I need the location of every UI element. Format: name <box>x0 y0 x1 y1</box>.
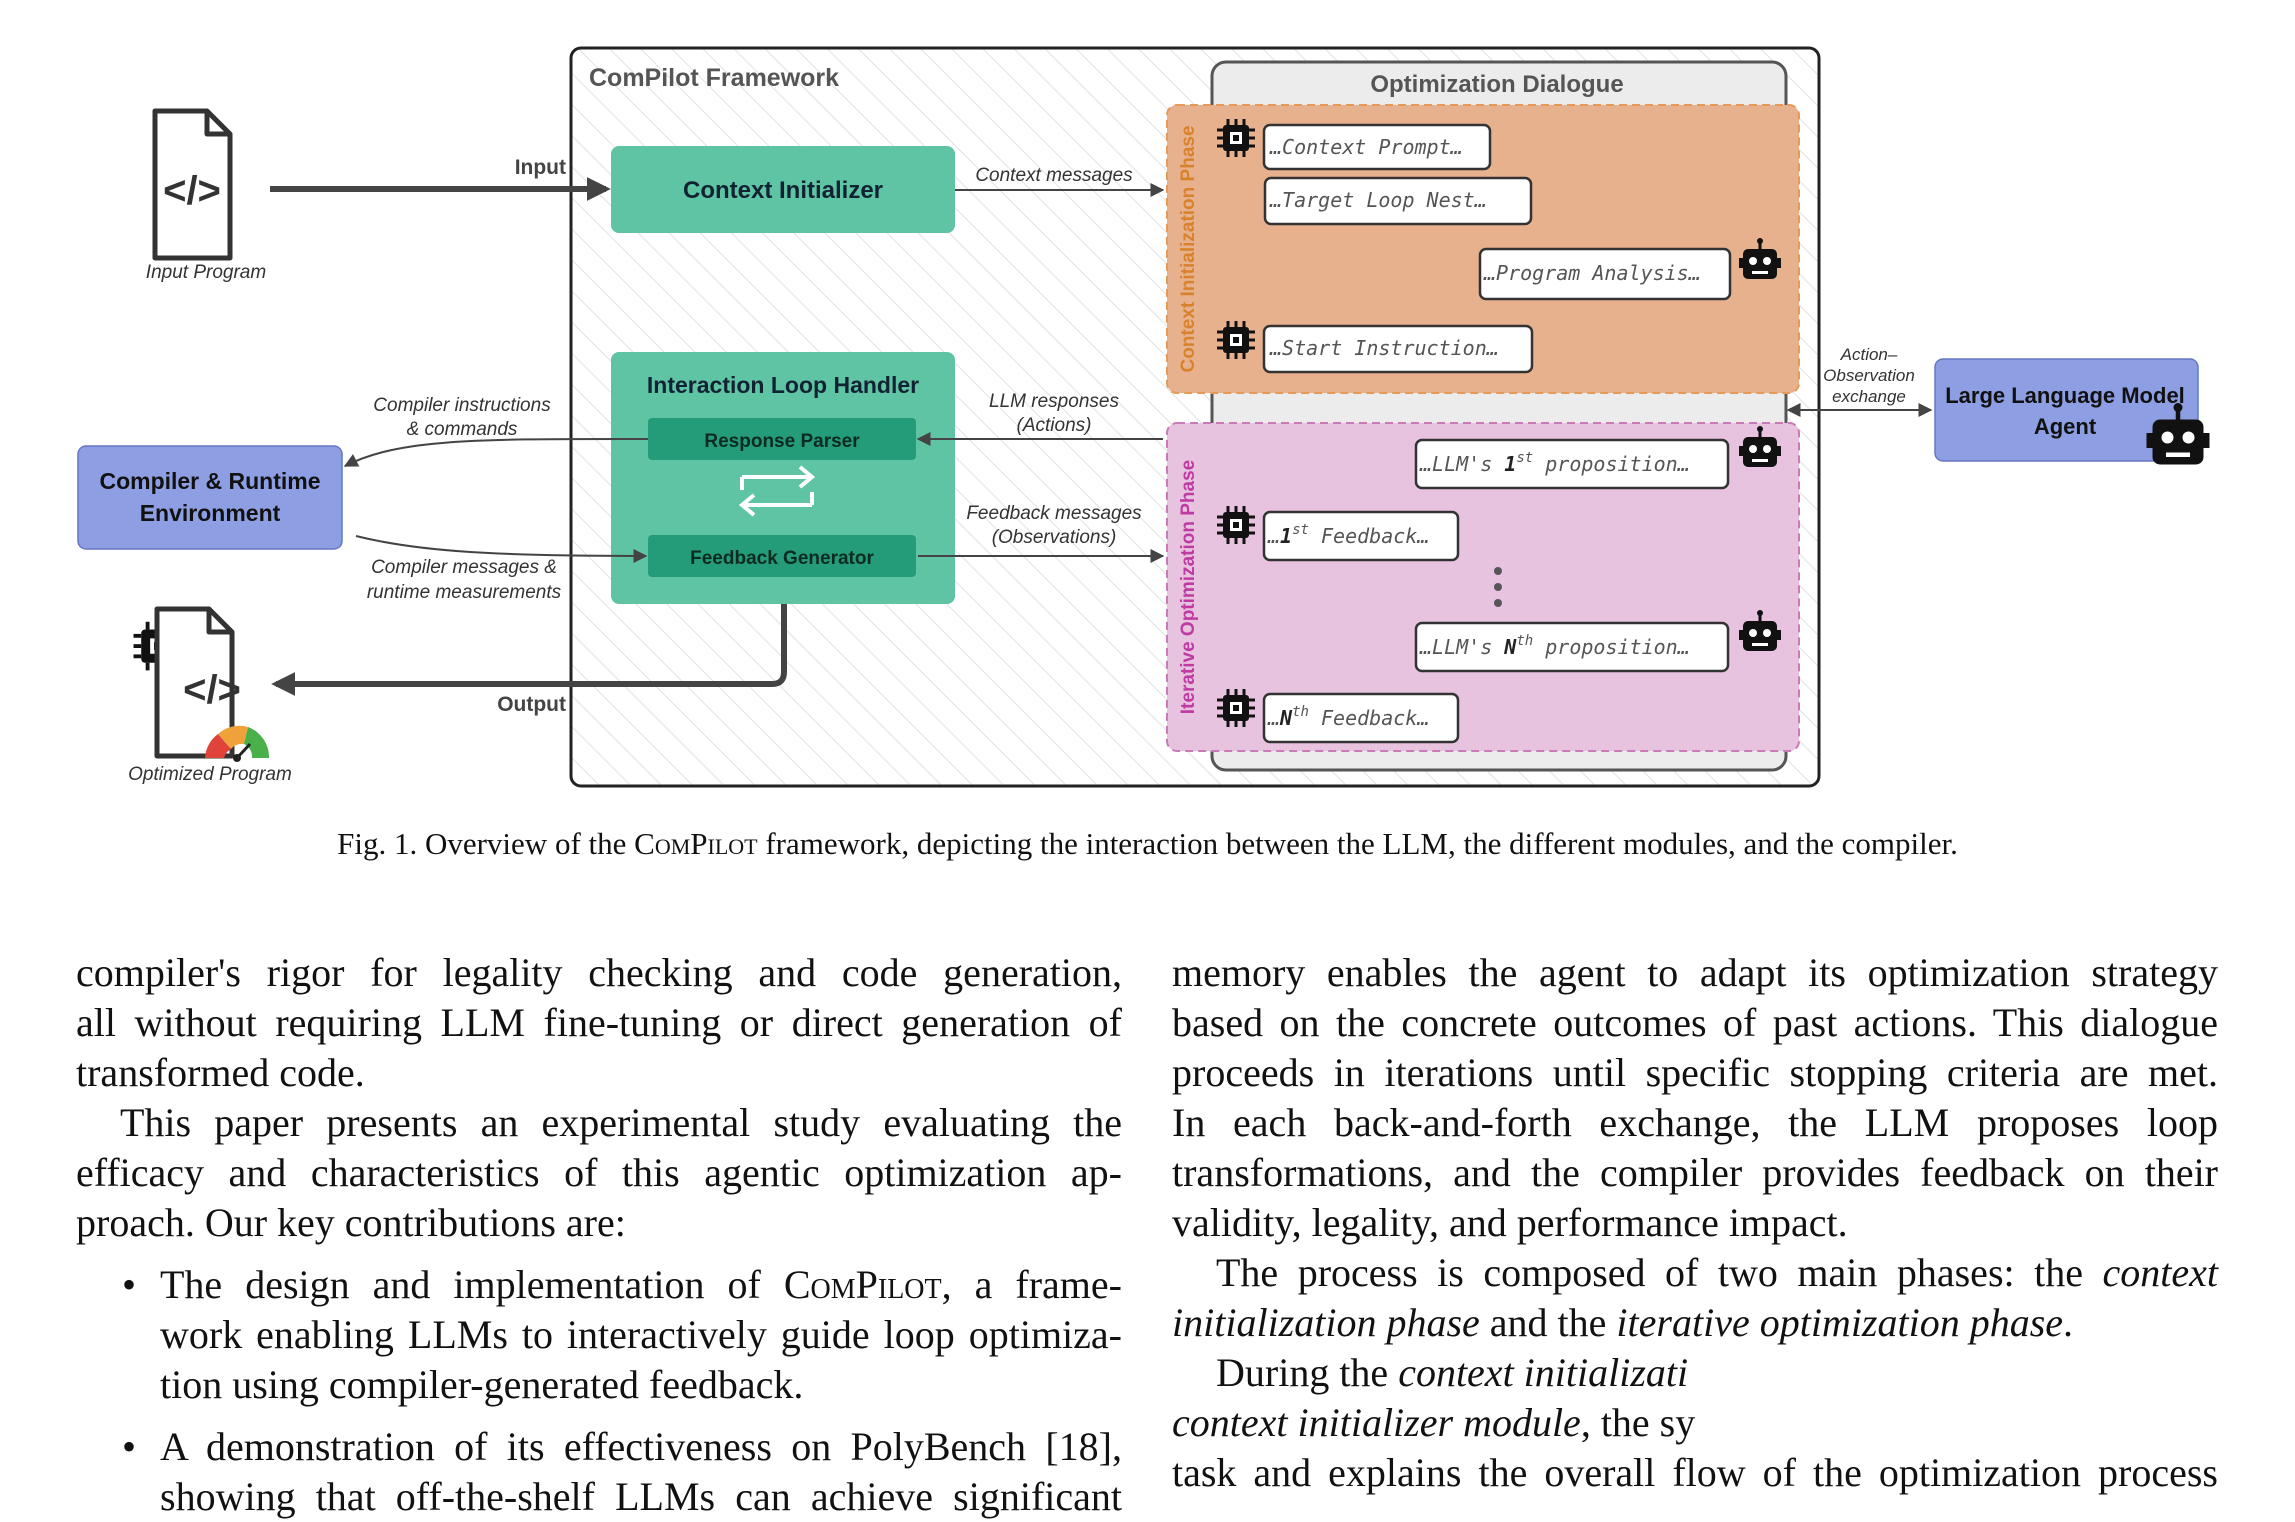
paragraph-line: based on the concrete outcomes of past a… <box>1172 1000 2218 1045</box>
svg-text:…Nth Feedback…: …Nth Feedback… <box>1267 704 1429 730</box>
output-label: Output <box>497 693 566 716</box>
bullet-marker: • <box>122 1262 137 1307</box>
message-program-analysis: …Program Analysis… <box>1478 247 1732 301</box>
svg-text:…LLM's Nth proposition…: …LLM's Nth proposition… <box>1419 633 1690 659</box>
feedback-generator-label: Feedback Generator <box>690 548 874 569</box>
paragraph-line: In each back-and-forth exchange, the LLM… <box>1172 1100 2218 1145</box>
svg-text:runtime measurements: runtime measurements <box>367 582 562 603</box>
svg-text:</>: </> <box>183 668 241 712</box>
feedback-generator-box <box>648 535 916 577</box>
compiler-runtime-box: Compiler & Runtime Environment <box>77 445 343 550</box>
svg-text:</>: </> <box>163 169 221 213</box>
figure-caption: Fig. 1. Overview of the ComPilot framewo… <box>337 826 1958 861</box>
svg-text:…Start Instruction…: …Start Instruction… <box>1269 336 1499 360</box>
input-program-file-icon: </> <box>155 111 230 258</box>
message-1st-feedback: …1st Feedback… <box>1262 510 1460 562</box>
input-program-label: Input Program <box>146 262 266 283</box>
paragraph-line: initialization phase and the iterative o… <box>1172 1300 2074 1345</box>
framework-figure: ComPilot Framework Optimization Dialogue… <box>77 46 2295 788</box>
optimized-program-file-icon: </> <box>157 609 241 756</box>
feedback-messages-label: Feedback messages <box>966 503 1142 524</box>
context-phase-label: Context Initialization Phase <box>1178 125 1199 372</box>
compiler-messages-label: Compiler messages & <box>371 557 557 578</box>
svg-text:Context Initializer: Context Initializer <box>683 177 883 204</box>
paragraph-line: proach. Our key contributions are: <box>76 1200 626 1245</box>
response-parser-label: Response Parser <box>704 431 860 452</box>
svg-text:exchange: exchange <box>1832 387 1906 406</box>
svg-text:…Target Loop Nest…: …Target Loop Nest… <box>1269 188 1487 212</box>
svg-text:Agent: Agent <box>2034 414 2097 439</box>
svg-text:…Program Analysis…: …Program Analysis… <box>1483 261 1701 285</box>
svg-text:& commands: & commands <box>407 419 518 440</box>
paragraph-line: memory enables the agent to adapt its op… <box>1172 950 2218 995</box>
action-observation-label: Action– <box>1840 345 1898 364</box>
context-initializer-box: Context Initializer <box>611 146 955 233</box>
output-arrow <box>271 604 787 696</box>
contribution-bullet: • A demonstration of its effectiveness o… <box>122 1424 1122 1519</box>
iterative-phase-label: Iterative Optimization Phase <box>1178 460 1199 714</box>
compiler-messages-arrow <box>355 535 648 563</box>
paragraph-line: context initializer module, the sy <box>1172 1400 1696 1445</box>
svg-text:…1st Feedback…: …1st Feedback… <box>1267 522 1429 548</box>
message-target-loop: …Target Loop Nest… <box>1263 176 1533 226</box>
paragraph-line: efficacy and characteristics of this age… <box>76 1150 1122 1195</box>
ellipsis-dots <box>1494 567 1502 607</box>
input-label: Input <box>515 156 566 179</box>
swap-arrows-icon <box>738 465 816 517</box>
paragraph-line: task and explains the overall flow of th… <box>1172 1450 2218 1495</box>
framework-name: ComPilot <box>634 826 758 861</box>
speedometer-icon <box>205 725 270 762</box>
svg-text:…LLM's 1st proposition…: …LLM's 1st proposition… <box>1419 450 1690 476</box>
paragraph-line: During the context initializati <box>1216 1350 1689 1395</box>
framework-title: ComPilot Framework <box>589 64 839 92</box>
text-fade-overlay <box>1728 1360 2295 1388</box>
llm-agent-box: Large Language Model Agent <box>1934 358 2199 462</box>
contribution-bullet: • The design and implementation of ComPi… <box>122 1262 1122 1407</box>
svg-text:Environment: Environment <box>140 500 281 526</box>
optimized-program-label: Optimized Program <box>128 764 292 785</box>
svg-text:…Context Prompt…: …Context Prompt… <box>1269 135 1463 159</box>
context-messages-label: Context messages <box>975 165 1133 186</box>
paragraph-line: validity, legality, and performance impa… <box>1172 1200 1848 1245</box>
paragraph-line: proceeds in iterations until specific st… <box>1172 1050 2218 1095</box>
message-nth-feedback: …Nth Feedback… <box>1262 692 1460 744</box>
response-parser-box <box>648 418 916 460</box>
paragraph-line: This paper presents an experimental stud… <box>120 1100 1122 1145</box>
message-start-instruction: …Start Instruction… <box>1262 324 1534 374</box>
text-fade-overlay <box>1728 1408 2295 1438</box>
svg-text:(Observations): (Observations) <box>992 527 1117 548</box>
svg-text:Compiler & Runtime: Compiler & Runtime <box>99 468 320 494</box>
paragraph-line: transformed code. <box>76 1050 365 1095</box>
message-llm-1st-proposition: …LLM's 1st proposition… <box>1414 438 1730 490</box>
left-column: compiler's rigor for legality checking a… <box>76 948 1122 1522</box>
llm-responses-label: LLM responses <box>989 391 1119 412</box>
message-llm-nth-proposition: …LLM's Nth proposition… <box>1414 621 1730 673</box>
bullet-marker: • <box>122 1424 137 1469</box>
paragraph-line: transformations, and the compiler provid… <box>1172 1150 2218 1195</box>
svg-text:Interaction Loop Handler: Interaction Loop Handler <box>647 372 919 398</box>
compiler-instructions-arrow <box>343 437 649 467</box>
paragraph-line: all without requiring LLM fine-tuning or… <box>76 1000 1122 1045</box>
svg-text:(Actions): (Actions) <box>1017 415 1092 436</box>
dialogue-title: Optimization Dialogue <box>1370 71 1623 98</box>
paragraph-line: The process is composed of two main phas… <box>1216 1250 2218 1295</box>
paragraph-line: compiler's rigor for legality checking a… <box>76 950 1122 995</box>
interaction-loop-handler-box: Interaction Loop Handler Response Parser… <box>611 352 955 604</box>
message-context-prompt: …Context Prompt… <box>1262 123 1492 171</box>
svg-text:Observation: Observation <box>1823 366 1915 385</box>
compiler-instructions-label: Compiler instructions <box>373 395 551 416</box>
svg-text:Large Language Model: Large Language Model <box>1945 383 2185 408</box>
